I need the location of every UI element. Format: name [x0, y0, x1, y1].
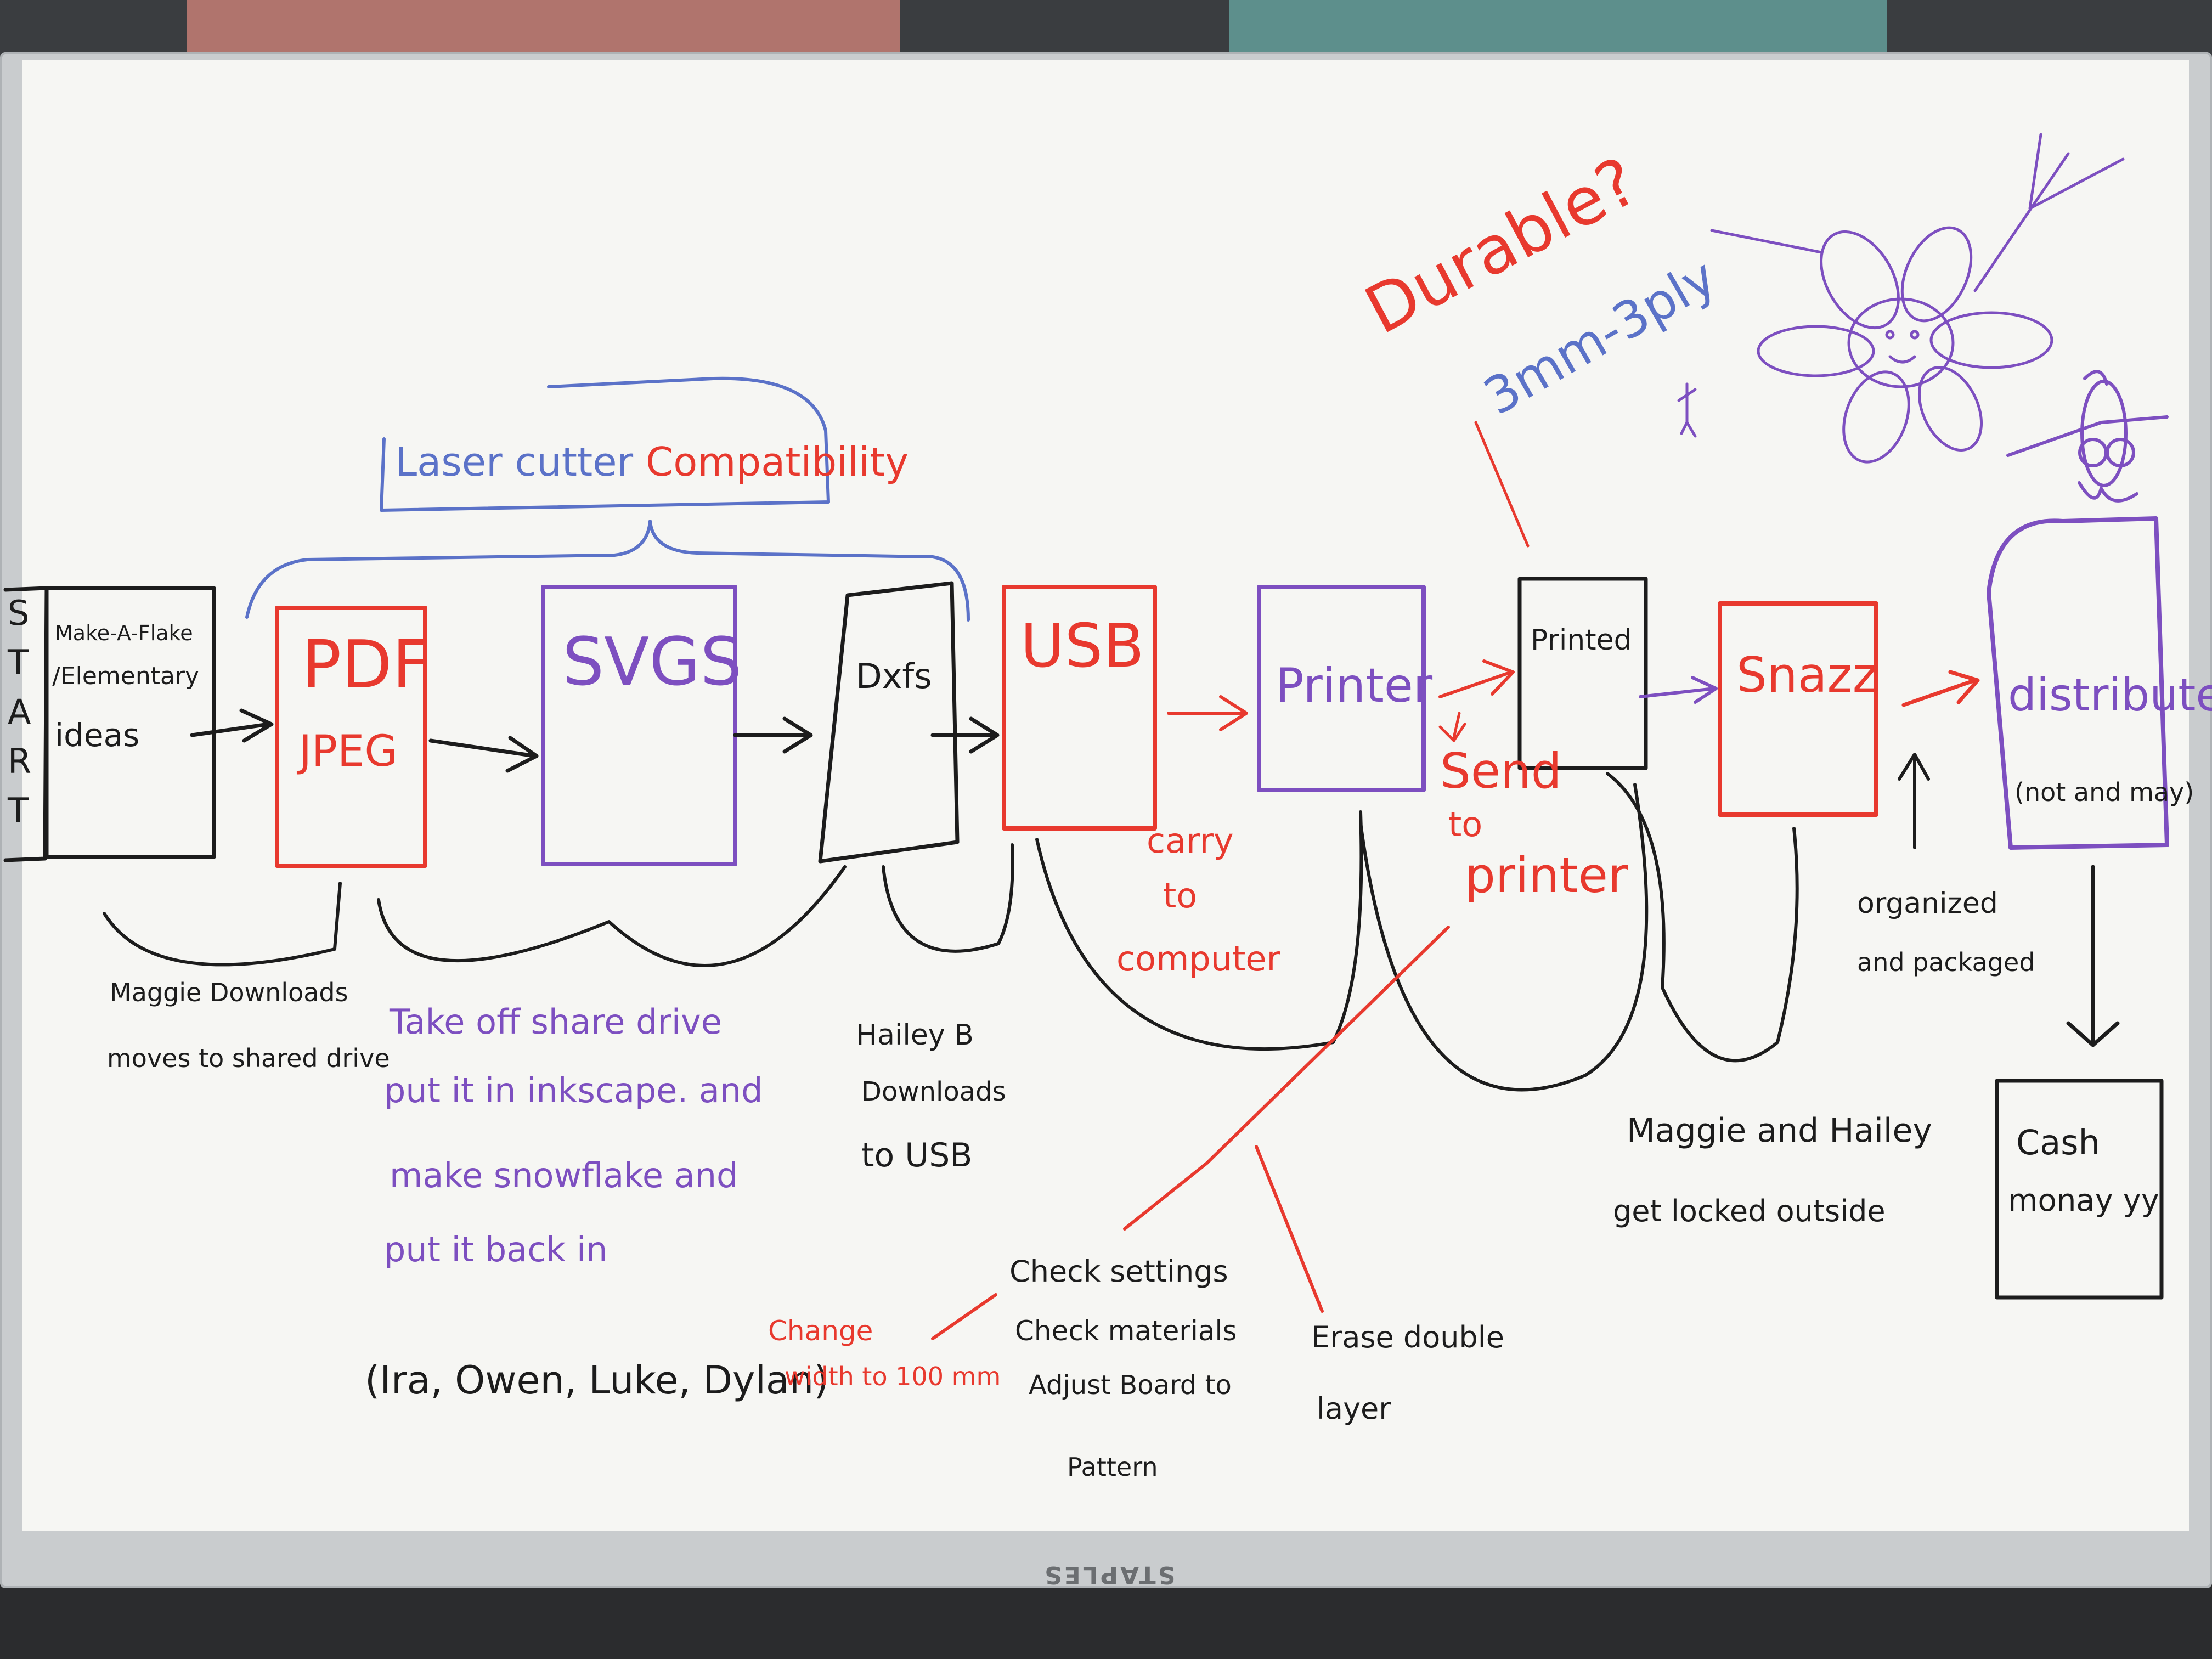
- distribute-label: distribute: [2008, 669, 2212, 721]
- start-letter-t2: T: [8, 791, 29, 831]
- erase-note-line2: layer: [1317, 1391, 1391, 1426]
- dxfs-label: Dxfs: [856, 656, 932, 696]
- check-note-line3: Adjust Board to: [1029, 1370, 1232, 1401]
- takeoff-note-line2: put it in inkscape. and: [384, 1070, 763, 1110]
- laser-cutter-text: Laser cutter: [395, 439, 646, 485]
- stick-figure-doodle: [1677, 382, 1697, 438]
- hailey-note-line2: Downloads: [861, 1076, 1006, 1107]
- hailey-note-line1: Hailey B: [856, 1019, 974, 1052]
- svgs-label: SVGS: [562, 624, 742, 701]
- printed-label: Printed: [1531, 624, 1632, 657]
- svgs-box: [541, 585, 737, 866]
- hailey-note-line3: to USB: [861, 1136, 973, 1175]
- usb-box: [1002, 585, 1157, 831]
- compatibility-heading: Laser cutter Compatibility: [395, 439, 909, 485]
- arrow-send-down: [1438, 712, 1466, 742]
- monay-label: monay yy: [2008, 1183, 2159, 1218]
- arrow-distribute-to-cash: [2066, 865, 2120, 1047]
- scallop-hailey: [882, 843, 1014, 953]
- cash-box: [1995, 1079, 2164, 1300]
- and-packaged-label: and packaged: [1857, 947, 2035, 977]
- arrow-make-to-pdf: [190, 708, 274, 743]
- elementary-label: /Elementary: [52, 662, 200, 690]
- arrow-organized-up: [1898, 753, 1930, 849]
- maggie-hailey-note-line1: Maggie and Hailey: [1627, 1111, 1932, 1150]
- cash-label: Cash: [2016, 1122, 2100, 1163]
- start-letter-s: S: [8, 593, 30, 633]
- dxfs-box: [818, 581, 960, 864]
- arrow-pdf-to-svgs: [428, 736, 539, 773]
- red-tree-change: [931, 1293, 997, 1340]
- arrow-usb-to-printer: [1167, 695, 1248, 731]
- arrow-printed-to-snazz: [1639, 676, 1718, 704]
- creature-doodle: [2006, 370, 2169, 503]
- arrow-printer-to-printed: [1438, 659, 1515, 698]
- compatibility-brace: [245, 520, 970, 622]
- usb-label: USB: [1020, 611, 1144, 681]
- organized-label: organized: [1857, 887, 1998, 920]
- start-letter-a: A: [8, 692, 31, 732]
- arrow-snazz-to-distribute: [1901, 670, 1980, 707]
- compatibility-text: Compatibility: [646, 439, 909, 485]
- not-and-may-label: (not and may): [2015, 777, 2194, 807]
- arrow-svgs-to-dxfs: [733, 716, 813, 754]
- send-label: Send: [1440, 743, 1562, 799]
- computer-label: computer: [1116, 939, 1281, 979]
- snazz-label: Snazz: [1736, 647, 1878, 703]
- compatibility-bracket: [380, 376, 830, 512]
- names-note: (Ira, Owen, Luke, Dylan): [365, 1358, 829, 1403]
- ideas-label: ideas: [55, 716, 140, 754]
- start-letter-r: R: [8, 741, 32, 781]
- printed-box: [1517, 577, 1648, 770]
- takeoff-note-line3: make snowflake and: [390, 1155, 738, 1195]
- red-tree-branch: [1255, 1145, 1324, 1313]
- maggie-note-line2: moves to shared drive: [107, 1043, 390, 1073]
- scallop-carry: [1035, 810, 1363, 1051]
- scallop-maggie-hailey: [1606, 772, 1799, 1063]
- scallop-maggie: [103, 882, 342, 967]
- whiteboard-surface: [22, 60, 2189, 1531]
- change-note-line2: width to 100 mm: [785, 1362, 1001, 1391]
- carry-to-label: to: [1163, 876, 1198, 916]
- red-tree-main: [1123, 926, 1450, 1231]
- scallop-send: [1359, 783, 1649, 1092]
- maggie-hailey-note-line2: get locked outside: [1613, 1194, 1886, 1228]
- takeoff-note-line1: Take off share drive: [390, 1002, 722, 1042]
- erase-note-line1: Erase double: [1311, 1320, 1504, 1355]
- start-letter-t: T: [8, 642, 29, 682]
- arrow-dxfs-to-usb: [930, 716, 1000, 754]
- change-note-line1: Change: [768, 1315, 873, 1347]
- make-a-flake-box: [44, 586, 216, 859]
- printer-dest-label: printer: [1465, 847, 1628, 904]
- check-note-line4: Pattern: [1067, 1452, 1158, 1482]
- printer-label: Printer: [1276, 658, 1433, 713]
- check-note-line1: Check settings: [1009, 1254, 1228, 1289]
- pdf-jpeg-box: [275, 606, 427, 868]
- jpeg-label: JPEG: [299, 727, 398, 776]
- scallop-takeoff: [377, 865, 847, 967]
- snazz-box: [1718, 601, 1878, 817]
- distribute-box: [1987, 516, 2169, 850]
- carry-label: carry: [1147, 821, 1234, 861]
- send-to-label: to: [1448, 804, 1483, 844]
- flower-doodle: [1710, 133, 2125, 464]
- check-note-line2: Check materials: [1015, 1315, 1237, 1347]
- takeoff-note-line4: put it back in: [384, 1229, 608, 1269]
- pdf-label: PDF: [302, 627, 430, 703]
- make-a-flake-label: Make-A-Flake: [55, 621, 193, 645]
- maggie-note-line1: Maggie Downloads: [110, 978, 348, 1007]
- durable-pointer: [1474, 421, 1530, 548]
- printer-box: [1257, 585, 1426, 792]
